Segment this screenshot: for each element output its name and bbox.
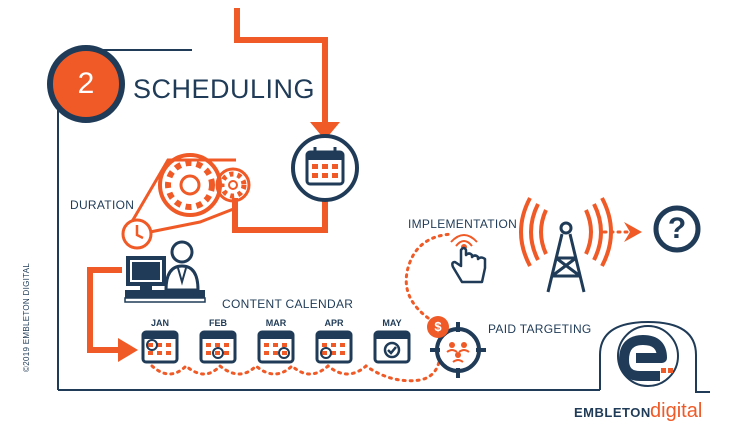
calendar-may xyxy=(373,330,411,364)
antenna-tower-icon xyxy=(519,197,613,293)
calendar-feb xyxy=(199,330,237,364)
calendar-apr xyxy=(315,330,353,364)
desktop-user-icon xyxy=(124,240,206,303)
label-implementation: IMPLEMENTATION xyxy=(408,217,518,231)
dollar-sign: $ xyxy=(434,319,442,334)
month-jan: JAN xyxy=(150,318,169,328)
flow-pipe-loop xyxy=(232,198,328,233)
arrow-to-question xyxy=(624,222,642,242)
gears-icon xyxy=(128,153,251,234)
dotted-path-calendars xyxy=(150,350,442,383)
month-feb: FEB xyxy=(209,318,227,328)
copyright-text: ©2019 EMBLETON DIGITAL xyxy=(22,262,31,372)
step-circle xyxy=(47,45,125,123)
brand-name: EMBLETON xyxy=(574,405,651,420)
brand-accent: digital xyxy=(650,400,703,422)
month-may: MAY xyxy=(382,318,402,328)
label-content-calendar: CONTENT CALENDAR xyxy=(222,297,354,311)
dollar-icon xyxy=(427,316,449,338)
clock-icon xyxy=(121,218,153,250)
checkmark-icon xyxy=(383,341,401,359)
flow-pipe-top xyxy=(234,8,328,128)
step-number: 2 xyxy=(77,67,95,100)
calendar-jan xyxy=(141,330,179,364)
dotted-path-targeting xyxy=(404,232,454,324)
embleton-logo-icon xyxy=(617,325,679,387)
month-mar: MAR xyxy=(265,318,287,328)
month-apr: APR xyxy=(324,318,344,328)
hand-tap-icon xyxy=(450,234,487,284)
label-paid-targeting: PAID TARGETING xyxy=(488,322,592,336)
frame-lines xyxy=(57,49,710,393)
target-crosshair-icon xyxy=(430,322,486,378)
question-mark: ? xyxy=(667,212,687,245)
page-title: SCHEDULING xyxy=(133,74,316,104)
month-calendars xyxy=(141,330,411,364)
calendar-mar xyxy=(257,330,295,364)
flow-pipe-calendar xyxy=(87,267,122,353)
flow-arrow-down xyxy=(310,122,340,140)
calendar-icon xyxy=(291,134,359,202)
question-icon xyxy=(653,205,701,253)
label-duration: DURATION xyxy=(70,198,135,212)
flow-arrow-right xyxy=(118,338,138,362)
